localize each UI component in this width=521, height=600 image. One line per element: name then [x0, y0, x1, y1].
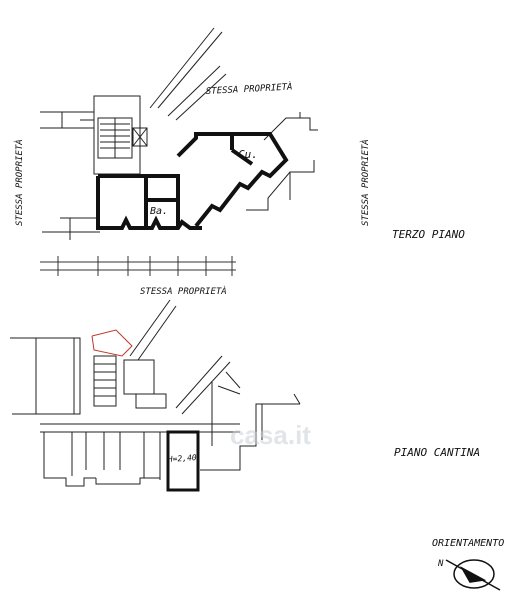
basement-red-outline — [91, 329, 133, 357]
top-property-label: STESSA PROPRIETÀ — [206, 80, 293, 97]
mid-property-label: STESSA PROPRIETÀ — [140, 285, 227, 297]
left-property-label: STESSA PROPRIETÀ — [13, 139, 25, 226]
floor-label-terzo: TERZO PIANO — [392, 228, 465, 241]
room-label-height: H=2,40 — [167, 453, 198, 464]
north-label: N — [437, 559, 444, 569]
third-floor-apartment-walls — [96, 132, 289, 230]
north-arrow-icon — [445, 559, 501, 591]
watermark: casa.it — [230, 420, 311, 450]
room-label-bagno: Ba. — [150, 206, 168, 217]
right-property-label: STESSA PROPRIETÀ — [359, 139, 371, 226]
orientation-label: ORIENTAMENTO — [432, 538, 504, 549]
third-floor-dimension-line — [40, 256, 236, 276]
basement-plan — [10, 299, 301, 487]
room-label-cucina: Cu. — [238, 148, 258, 161]
floor-label-cantina: PIANO CANTINA — [394, 446, 480, 459]
basement-cellar-unit — [166, 430, 200, 492]
